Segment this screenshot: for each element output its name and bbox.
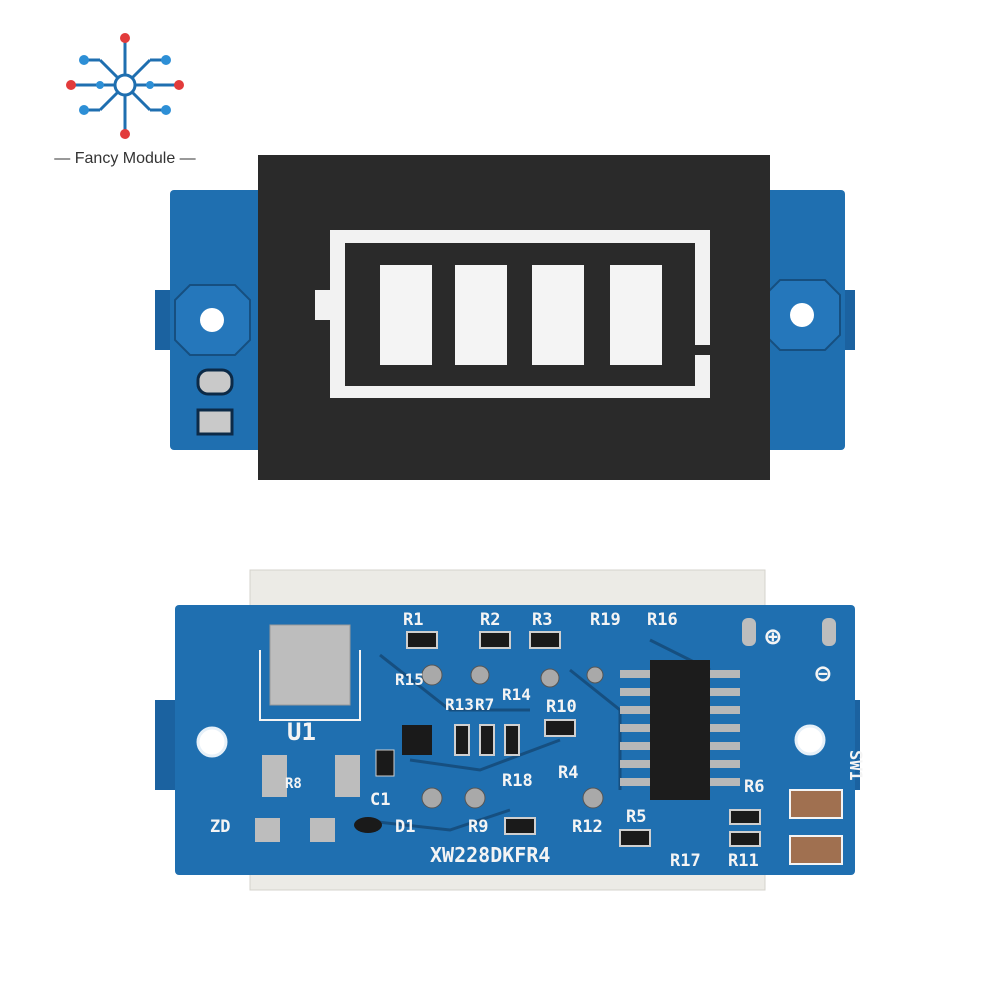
label-u1: U1 (287, 718, 316, 746)
label-r11: R11 (728, 851, 759, 871)
battery-segment-1 (380, 265, 432, 365)
label-plus: ⊕ (765, 622, 781, 652)
brand-logo (60, 30, 190, 145)
label-r2: R2 (480, 610, 500, 630)
label-r15: R15 (395, 670, 424, 689)
solder-pad (196, 368, 234, 396)
label-r3: R3 (532, 610, 552, 630)
label-r4: R4 (558, 763, 578, 783)
label-r13: R13 (445, 695, 474, 714)
label-r19: R19 (590, 610, 621, 630)
label-r17: R17 (670, 851, 701, 871)
battery-segment-4 (610, 265, 662, 365)
front-module (150, 150, 870, 485)
label-r12: R12 (572, 817, 603, 837)
label-r9: R9 (468, 817, 488, 837)
label-minus: ⊖ (815, 659, 831, 689)
label-r16: R16 (647, 610, 678, 630)
label-r14: R14 (502, 685, 531, 704)
label-r18: R18 (502, 771, 533, 791)
lcd-panel (258, 155, 770, 480)
back-module: R1 R2 R3 R19 R16 R15 R13 R7 R14 R10 R4 R… (150, 560, 870, 905)
mounting-hole-left (174, 284, 251, 356)
label-d1: D1 (395, 817, 415, 837)
ic-chip (620, 660, 740, 800)
label-zd: ZD (210, 817, 230, 837)
u1-pad (269, 624, 351, 706)
label-r5: R5 (626, 807, 646, 827)
label-r7: R7 (475, 695, 494, 714)
battery-segments (380, 265, 662, 365)
mounting-hole-right (764, 279, 841, 351)
label-r1: R1 (403, 610, 423, 630)
label-r8: R8 (285, 776, 302, 792)
label-r6: R6 (744, 777, 764, 797)
circuit-logo-icon (66, 33, 184, 139)
solder-pad (196, 408, 234, 436)
mounting-hole-left (196, 726, 228, 758)
label-model: XW228DKFR4 (430, 843, 550, 867)
brand-name: — Fancy Module — (54, 150, 196, 167)
mounting-hole-right (794, 724, 826, 756)
battery-segment-2 (455, 265, 507, 365)
label-r10: R10 (546, 697, 577, 717)
battery-segment-3 (532, 265, 584, 365)
label-c1: C1 (370, 790, 390, 810)
label-sw1: SW1 (845, 750, 865, 781)
